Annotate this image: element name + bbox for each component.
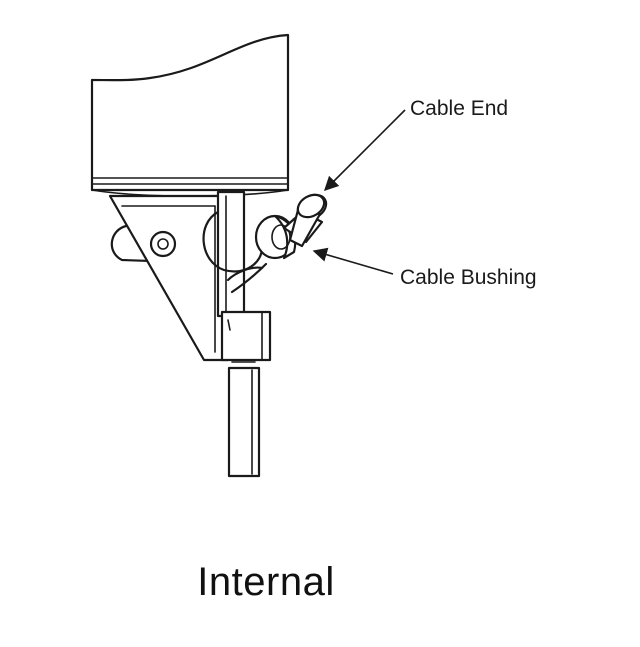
mounting-bracket [108, 194, 230, 362]
cable-clamp [202, 210, 268, 294]
label-cable-bushing: Cable Bushing [400, 266, 537, 289]
figure-caption: Internal [197, 560, 335, 604]
cable-channel [216, 190, 246, 318]
housing-body [90, 33, 290, 197]
lower-block [220, 310, 272, 362]
cable-end-part [282, 193, 328, 248]
callout-arrow-cable-end [323, 109, 406, 192]
label-cable-end: Cable End [410, 97, 508, 120]
cable-rod [227, 361, 261, 478]
bracket-hole [149, 230, 177, 258]
callout-arrow-cable-bushing [312, 247, 394, 275]
